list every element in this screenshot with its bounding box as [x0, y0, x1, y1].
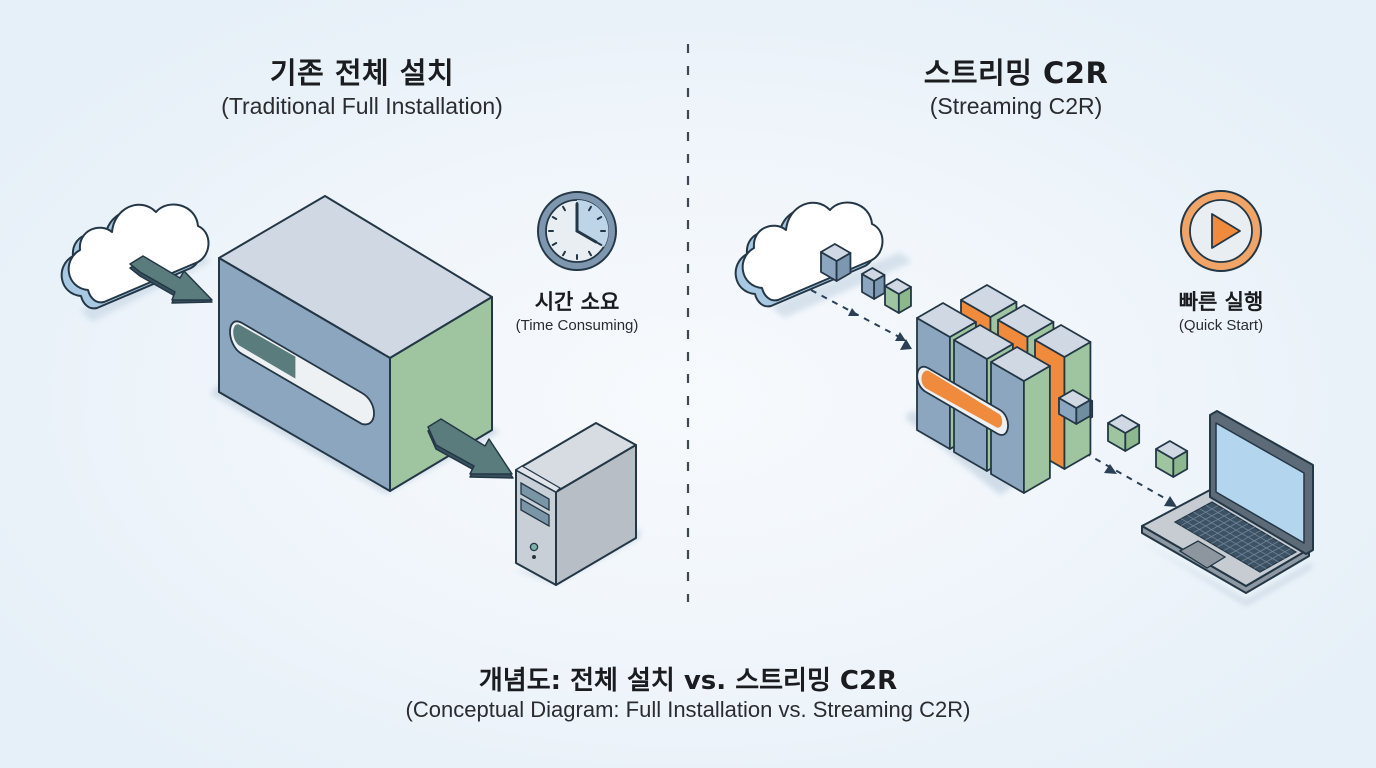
keyboard-column: [1205, 519, 1243, 541]
data-block-icon: [1107, 414, 1141, 452]
data-block-icon: [820, 243, 852, 282]
laptop-icon: [1140, 410, 1314, 606]
left-title: 기존 전체 설치: [269, 56, 455, 90]
keyboard-column: [1180, 505, 1219, 526]
clock-tick: [596, 216, 603, 220]
server-block-stack: [905, 284, 1092, 495]
server-block-top: [997, 304, 1055, 338]
power-button: [529, 542, 539, 552]
keyboard-column: [1247, 544, 1286, 566]
caption-title: 개념도: 전체 설치 vs. 스트리밍 C2R: [478, 666, 898, 696]
drive-bay: [520, 481, 550, 512]
server-block-top: [1034, 324, 1092, 358]
right-title: 스트리밍 C2R: [923, 56, 1109, 90]
keyboard-column: [1229, 533, 1267, 555]
installer-box: [210, 195, 500, 494]
clock-icon: [537, 191, 617, 271]
keyboard-column: [1253, 548, 1292, 569]
left-subtitle: (Traditional Full Installation): [221, 93, 503, 119]
progress-fill: [921, 370, 1003, 428]
keyboard-column: [1211, 523, 1249, 544]
clock-tick: [596, 242, 603, 246]
cloud-icon: [60, 203, 210, 322]
data-block-icon-top: [861, 267, 886, 282]
keyboard-column: [1223, 530, 1261, 551]
server-block-side: [1023, 365, 1051, 494]
dashed-arrow-icon: [1063, 440, 1177, 507]
data-block-icon-top: [1058, 389, 1092, 409]
data-block-icon-top: [1155, 440, 1189, 460]
time-consuming-sublabel: (Time Consuming): [515, 317, 639, 334]
download-arrow-icon: [129, 255, 213, 304]
data-block-icon-top: [1107, 414, 1141, 434]
quick-start-label: 빠른 실행: [1178, 290, 1264, 314]
clock-tick: [588, 205, 592, 212]
clock-tick: [551, 242, 558, 246]
data-block-icon: [884, 278, 912, 314]
keyboard-column: [1241, 540, 1279, 562]
caption-subtitle: (Conceptual Diagram: Full Installation v…: [405, 697, 971, 722]
progress-bar: [229, 320, 375, 426]
right-subtitle: (Streaming C2R): [929, 93, 1103, 119]
drive-bay: [520, 497, 550, 528]
data-block-icon-top: [820, 243, 852, 262]
clock-tick: [551, 216, 558, 220]
time-consuming-label: 시간 소요: [534, 290, 620, 314]
data-block-icon: [1058, 389, 1092, 425]
dashed-arrow-icon: [810, 289, 912, 350]
desktop-tower-icon: [514, 422, 640, 586]
clock-tick: [562, 205, 566, 212]
play-icon: [1180, 190, 1262, 272]
data-block-icon-top: [884, 278, 912, 295]
server-block-top: [953, 324, 1014, 360]
data-block-icon: [861, 267, 886, 300]
clock-tick: [562, 250, 566, 257]
keyboard-column: [1235, 537, 1273, 559]
progress-bar: [916, 365, 1009, 436]
server-block-top: [916, 302, 977, 338]
server-block-top: [960, 284, 1018, 318]
data-block-icon: [1155, 440, 1189, 478]
keyboard-column: [1186, 508, 1225, 530]
keyboard-column: [1217, 526, 1255, 548]
keyboard-column: [1193, 512, 1231, 534]
install-arrow-icon: [427, 418, 514, 479]
laptop-screen: [1215, 422, 1305, 544]
progress-fill: [233, 324, 296, 379]
server-block-top: [990, 346, 1051, 382]
quick-start-sublabel: (Quick Start): [1178, 317, 1264, 334]
trackpad: [1178, 540, 1227, 569]
clock-tick: [588, 250, 592, 257]
keyboard-column: [1199, 515, 1237, 537]
